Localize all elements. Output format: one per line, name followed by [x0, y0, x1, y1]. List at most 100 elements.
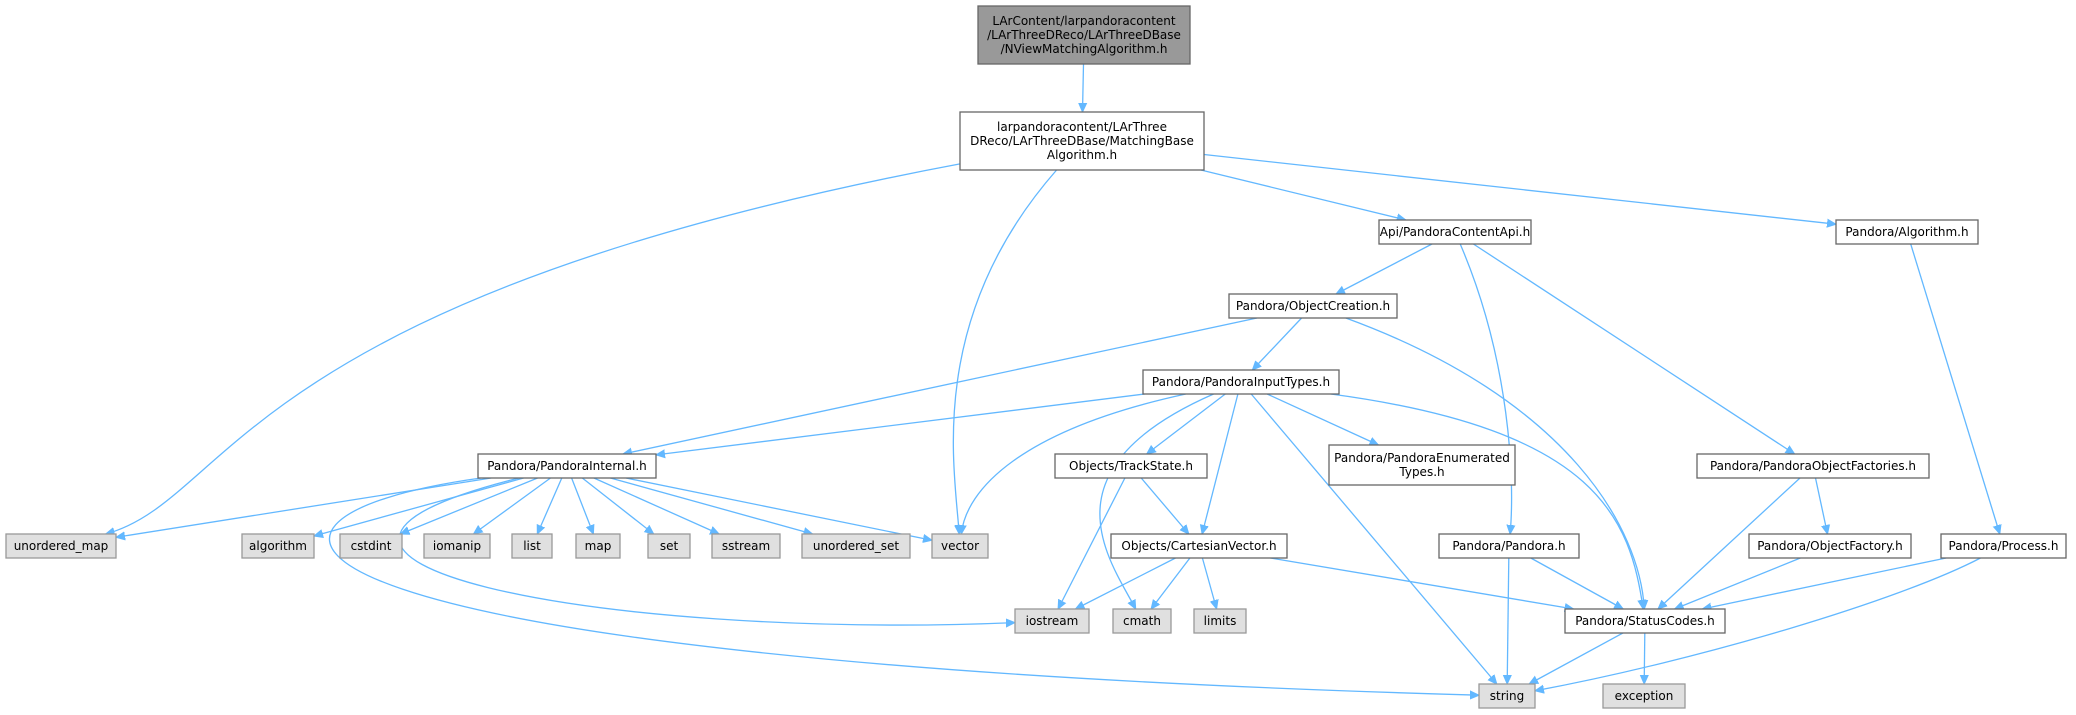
node-matchingbase[interactable]: larpandoracontent/LArThreeDReco/LArThree… — [959, 111, 1205, 171]
edge-trackstate-to-iostream — [1057, 477, 1126, 609]
node-unordered_map: unordered_map — [5, 533, 117, 559]
node-label-unordered_set: unordered_set — [813, 539, 900, 553]
node-algorithm_h[interactable]: Pandora/Algorithm.h — [1835, 219, 1979, 245]
edge-inputtypes-to-cartesian — [1202, 393, 1239, 534]
edge-internal-to-iomanip — [474, 477, 551, 534]
node-box-objectfactories — [1696, 453, 1930, 479]
node-root[interactable]: LArContent/larpandoracontent/LArThreeDRe… — [977, 5, 1191, 65]
node-box-sstream — [711, 533, 781, 559]
node-box-process — [1940, 533, 2067, 559]
node-cmath: cmath — [1112, 608, 1172, 634]
node-label-objectfactory: Pandora/ObjectFactory.h — [1757, 539, 1903, 553]
node-label-trackstate: Objects/TrackState.h — [1069, 459, 1193, 473]
node-label-sstream: sstream — [722, 539, 770, 553]
node-box-algorithm — [241, 533, 315, 559]
node-box-string — [1478, 683, 1536, 709]
node-label-enumerated: Types.h — [1398, 465, 1444, 479]
node-process[interactable]: Pandora/Process.h — [1940, 533, 2067, 559]
node-label-root: /LArThreeDReco/LArThreeDBase — [987, 28, 1181, 42]
node-label-statuscodes: Pandora/StatusCodes.h — [1575, 614, 1715, 628]
node-objectfactory[interactable]: Pandora/ObjectFactory.h — [1748, 533, 1912, 559]
node-box-matchingbase — [959, 111, 1205, 171]
edge-contentapi-to-objectfactories — [1473, 243, 1794, 454]
edge-matchingbase-to-vector — [952, 169, 1058, 534]
node-map: map — [575, 533, 621, 559]
edge-matchingbase-to-algorithm_h — [1203, 153, 1836, 225]
edge-internal-to-sstream — [593, 477, 719, 535]
node-label-iomanip: iomanip — [433, 539, 481, 553]
edge-pandora_h-to-string — [1507, 557, 1509, 684]
node-sstream: sstream — [711, 533, 781, 559]
node-box-enumerated — [1328, 444, 1516, 486]
edge-internal-to-iostream — [398, 477, 1015, 625]
edge-statuscodes-to-string — [1529, 632, 1624, 684]
node-label-iostream: iostream — [1026, 614, 1079, 628]
node-label-unordered_map: unordered_map — [14, 539, 109, 553]
node-label-cmath: cmath — [1123, 614, 1161, 628]
node-label-root: /NViewMatchingAlgorithm.h — [1001, 42, 1168, 56]
node-set: set — [647, 533, 691, 559]
node-pandora_h[interactable]: Pandora/Pandora.h — [1438, 533, 1580, 559]
node-box-unordered_map — [5, 533, 117, 559]
node-inputtypes[interactable]: Pandora/PandoraInputTypes.h — [1142, 369, 1340, 395]
node-label-matchingbase: DReco/LArThreeDBase/MatchingBase — [970, 134, 1194, 148]
node-label-inputtypes: Pandora/PandoraInputTypes.h — [1152, 375, 1330, 389]
node-trackstate[interactable]: Objects/TrackState.h — [1054, 453, 1208, 479]
node-label-algorithm: algorithm — [249, 539, 307, 553]
node-internal[interactable]: Pandora/PandoraInternal.h — [477, 453, 657, 479]
node-box-map — [575, 533, 621, 559]
node-box-list — [511, 533, 553, 559]
node-label-internal: Pandora/PandoraInternal.h — [487, 459, 647, 473]
edge-trackstate-to-cartesian — [1140, 477, 1189, 534]
node-iomanip: iomanip — [423, 533, 491, 559]
edge-internal-to-vector — [625, 477, 932, 540]
node-label-matchingbase: Algorithm.h — [1047, 148, 1117, 162]
node-contentapi[interactable]: Api/PandoraContentApi.h — [1378, 219, 1532, 245]
node-box-pandora_h — [1438, 533, 1580, 559]
node-label-pandora_h: Pandora/Pandora.h — [1452, 539, 1565, 553]
edge-internal-to-list — [536, 477, 563, 534]
edge-internal-to-map — [570, 477, 594, 534]
edge-cartesian-to-limits — [1201, 557, 1216, 609]
edge-cartesian-to-iostream — [1076, 557, 1176, 610]
node-label-map: map — [585, 539, 612, 553]
edge-cartesian-to-cmath — [1151, 557, 1191, 609]
node-label-string: string — [1490, 689, 1524, 703]
node-unordered_set: unordered_set — [801, 533, 911, 559]
edge-inputtypes-to-vector — [961, 393, 1186, 534]
node-box-objectcreation — [1228, 293, 1398, 319]
edge-internal-to-set — [581, 477, 653, 534]
node-box-internal — [477, 453, 657, 479]
node-box-contentapi — [1378, 219, 1532, 245]
node-box-objectfactory — [1748, 533, 1912, 559]
edge-objectcreation-to-statuscodes — [1345, 317, 1645, 609]
node-cartesian[interactable]: Objects/CartesianVector.h — [1110, 533, 1288, 559]
edges-layer — [106, 63, 2000, 695]
edge-internal-to-string — [328, 477, 1479, 695]
node-iostream: iostream — [1014, 608, 1090, 634]
node-label-list: list — [523, 539, 541, 553]
node-objectfactories[interactable]: Pandora/PandoraObjectFactories.h — [1696, 453, 1930, 479]
edge-internal-to-unordered_map — [116, 477, 492, 537]
node-box-cartesian — [1110, 533, 1288, 559]
edge-inputtypes-to-trackstate — [1147, 393, 1226, 454]
node-limits: limits — [1193, 608, 1247, 634]
edge-process-to-statuscodes — [1702, 557, 1947, 609]
node-cstdint: cstdint — [339, 533, 403, 559]
edge-contentapi-to-pandora_h — [1459, 243, 1511, 534]
node-box-cstdint — [339, 533, 403, 559]
edge-cartesian-to-statuscodes — [1270, 557, 1573, 609]
edge-objectfactory-to-statuscodes — [1675, 557, 1801, 609]
node-objectcreation[interactable]: Pandora/ObjectCreation.h — [1228, 293, 1398, 319]
edge-inputtypes-to-internal — [656, 393, 1145, 455]
node-list: list — [511, 533, 553, 559]
edge-objectfactories-to-statuscodes — [1658, 477, 1801, 609]
edge-internal-to-algorithm — [314, 477, 524, 536]
edge-process-to-string — [1535, 557, 1981, 691]
edge-matchingbase-to-contentapi — [1200, 169, 1406, 220]
edge-internal-to-cstdint — [400, 477, 538, 534]
node-box-algorithm_h — [1835, 219, 1979, 245]
node-statuscodes[interactable]: Pandora/StatusCodes.h — [1564, 608, 1726, 634]
